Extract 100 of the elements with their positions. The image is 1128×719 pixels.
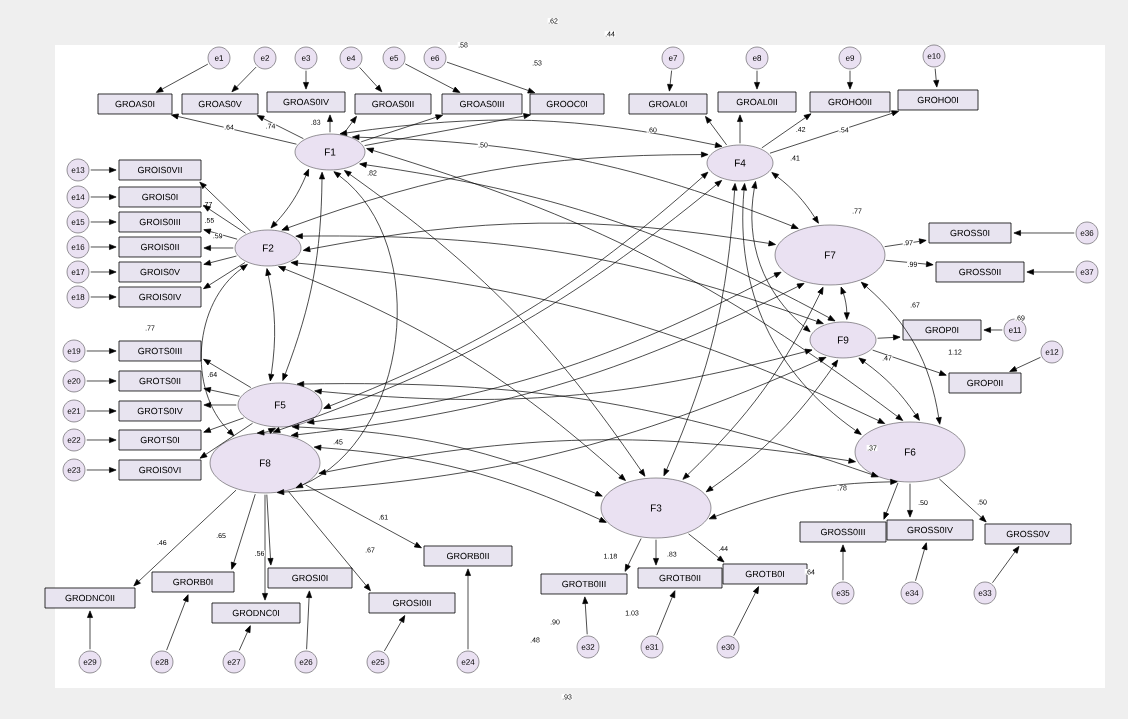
arrow — [840, 544, 846, 581]
arrow — [171, 113, 297, 145]
covariance-arc — [281, 151, 709, 231]
covariance-arc — [295, 171, 398, 489]
arrow — [883, 482, 899, 520]
covariance-arc — [751, 181, 811, 333]
indicator-box: GROSS0V — [984, 523, 1072, 545]
indicator-box: GROSI0I — [267, 567, 353, 589]
covariance-arc — [313, 444, 607, 523]
covariance-arc — [290, 283, 805, 438]
arrow — [582, 596, 589, 635]
indicator-box: GROAS0III — [441, 93, 523, 115]
covariance-arc — [860, 281, 942, 425]
indicator-box: GROSS0II — [935, 261, 1025, 283]
indicator-box: GROHO0I — [897, 89, 979, 111]
indicator-box: GROSI0II — [368, 592, 456, 614]
covariance-arc — [265, 268, 276, 382]
arrow — [203, 402, 237, 408]
covariance-arc — [296, 381, 879, 478]
arrow — [238, 625, 251, 651]
arrow — [667, 70, 674, 92]
arrow — [656, 590, 676, 636]
arrow — [133, 489, 237, 587]
indicator-box: GROOC0I — [529, 93, 605, 115]
indicator-box: GROAS0IV — [266, 91, 346, 113]
covariance-arc — [682, 286, 824, 480]
arrow — [90, 294, 117, 300]
arrow — [203, 358, 252, 388]
arrow — [327, 114, 333, 133]
arrow — [933, 68, 940, 88]
covariance-arc — [366, 147, 904, 421]
arrow — [737, 114, 743, 144]
covariance-arc — [302, 222, 776, 253]
covariance-arc — [705, 359, 839, 493]
arrow — [1026, 269, 1075, 275]
arrow — [653, 539, 659, 566]
arrow — [360, 114, 443, 143]
indicator-box: GROTB0III — [540, 573, 628, 595]
arrow — [384, 615, 406, 652]
covariance-arc — [352, 134, 799, 229]
indicator-box: GRORB0II — [423, 545, 513, 567]
arrow — [303, 70, 309, 90]
indicator-box: GROSS0IV — [886, 519, 974, 541]
arrow — [86, 408, 117, 414]
arrow — [884, 238, 927, 248]
indicator-box: GROIS0II — [118, 236, 202, 258]
covariance-arc — [708, 478, 898, 520]
arrow — [847, 70, 853, 90]
indicator-box: GROP0II — [948, 372, 1022, 394]
arrow — [199, 181, 251, 232]
indicator-box: GROIS0VI — [118, 459, 202, 481]
arrow — [885, 259, 934, 268]
covariance-arc — [339, 119, 723, 148]
arrow — [90, 194, 117, 200]
arrow — [769, 110, 899, 154]
indicator-box: GRODNC0II — [44, 587, 136, 609]
covariance-arc — [306, 271, 782, 425]
covariance-arc — [278, 266, 626, 481]
arrow — [404, 63, 461, 93]
indicator-box: GROTB0II — [637, 567, 723, 589]
arrow — [203, 387, 240, 397]
arrow — [86, 348, 117, 354]
arrow — [688, 533, 725, 563]
arrow — [90, 167, 117, 173]
arrow — [262, 494, 268, 601]
indicator-box: GROIS0IV — [118, 286, 202, 308]
arrow — [1013, 230, 1075, 236]
arrow — [155, 63, 209, 93]
indicator-box: GROTS0III — [118, 340, 202, 362]
arrow — [1009, 356, 1041, 372]
arrow — [199, 422, 253, 459]
indicator-box: GRORB0I — [151, 571, 235, 593]
arrow — [364, 113, 531, 146]
arrow — [90, 219, 117, 225]
indicator-box: GROTS0I — [118, 429, 202, 451]
arrow — [203, 205, 246, 234]
arrow — [761, 113, 812, 149]
indicator-box: GRODNC0I — [211, 602, 301, 624]
indicator-box: GROAS0I — [97, 93, 173, 115]
covariance-arc — [295, 233, 824, 325]
indicator-box: GROAS0II — [354, 93, 432, 115]
covariance-arc — [323, 171, 709, 409]
arrow — [266, 494, 274, 566]
arrow — [231, 66, 257, 93]
arrow — [305, 484, 422, 549]
arrow — [203, 255, 237, 266]
arrow — [992, 546, 1020, 584]
indicator-box: GROIS0I — [118, 186, 202, 208]
covariance-arc — [741, 183, 862, 435]
covariance-arc — [272, 180, 723, 433]
arrow — [86, 467, 117, 473]
covariance-arc — [291, 424, 603, 497]
covariance-arc — [771, 172, 819, 224]
arrow — [306, 590, 312, 650]
arrow — [733, 586, 759, 636]
arrow — [166, 594, 189, 651]
arrow — [877, 334, 901, 341]
covariance-arc — [201, 264, 248, 437]
covariance-arc — [282, 171, 325, 381]
indicator-box: GROAS0V — [181, 93, 259, 115]
